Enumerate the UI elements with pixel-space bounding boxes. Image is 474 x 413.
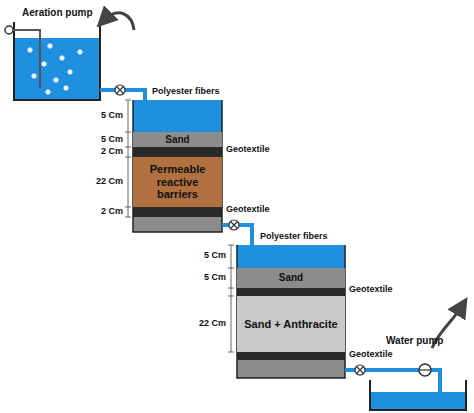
air-bubble [64,86,69,91]
water-pump [419,364,431,376]
air-bubble [28,48,33,53]
column-2 [237,245,345,378]
air-bubble [78,50,83,55]
sand-anthracite-layer: Sand + Anthracite [237,296,345,352]
layer-label: Sand [279,272,303,284]
air-bubble [68,70,73,75]
material-label: Geotextile [226,205,270,215]
air-bubble [46,90,51,95]
pump-gauge [5,26,13,34]
air-bubble [54,78,59,83]
dimension-label: 5 Cm [204,251,226,261]
air-bubble [42,62,47,67]
dimension-label: 5 Cm [204,273,226,283]
dimension-bar [125,100,131,217]
dimension-label: 2 Cm [101,147,123,157]
layer-label: Permeable reactive barriers [136,163,219,201]
air-bubble [60,56,65,61]
collection-tank [370,380,466,410]
valve [229,220,239,230]
pump-label: Water pump [386,335,443,346]
dimension-label: 2 Cm [101,207,123,217]
layer-label: Sand [165,134,189,146]
rotation-arrow [104,13,134,30]
air-bubble [32,74,37,79]
reactive-barrier-layer: Permeable reactive barriers [133,157,222,207]
material-label: Polyester fibers [260,232,328,242]
sand-layer: Sand [237,268,345,288]
dimension-label: 22 Cm [199,319,226,329]
dimension-bar [228,245,234,352]
sand-layer: Sand [133,132,222,147]
column-1 [133,100,222,232]
material-label: Geotextile [349,285,393,295]
pump-label: Aeration pump [22,7,93,18]
valve [115,85,125,95]
dimension-label: 5 Cm [101,111,123,121]
dimension-label: 22 Cm [96,177,123,187]
material-label: Geotextile [349,350,393,360]
aeration-tank [5,22,100,100]
air-bubble [48,44,53,49]
valve [355,365,365,375]
air-line [13,30,40,88]
layer-label: Sand + Anthracite [244,318,337,331]
material-label: Geotextile [226,145,270,155]
material-label: Polyester fibers [152,87,220,97]
dimension-label: 5 Cm [101,135,123,145]
